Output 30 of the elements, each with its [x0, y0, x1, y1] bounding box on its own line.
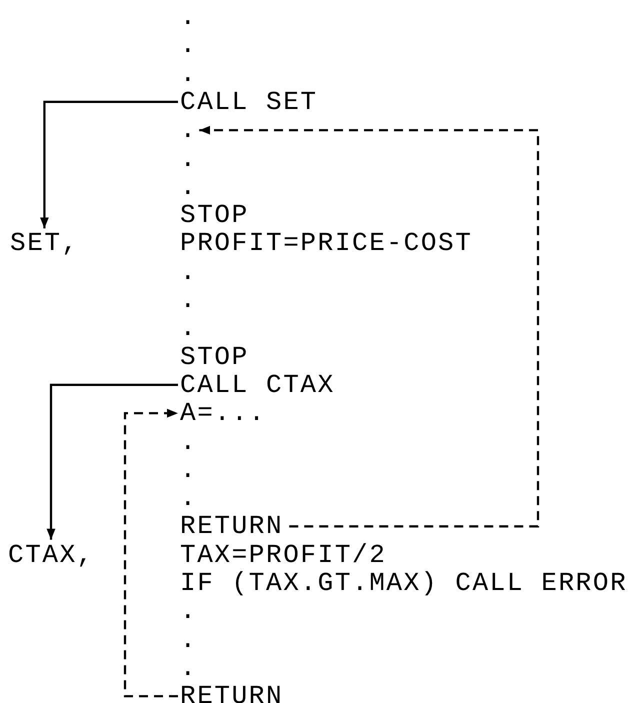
arrow: [124, 408, 178, 698]
arrow: [199, 126, 540, 528]
continuation-dot: .: [180, 485, 198, 512]
continuation-dot: .: [180, 32, 198, 58]
subroutine-label: CTAX,: [8, 542, 94, 568]
code-line: IF (TAX.GT.MAX) CALL ERROR: [180, 570, 628, 596]
continuation-dot: .: [180, 174, 198, 200]
continuation-dot: .: [180, 428, 198, 454]
code-line: TAX=PROFIT/2: [180, 542, 386, 568]
continuation-dot: .: [180, 258, 198, 285]
code-line: A=...: [180, 400, 266, 426]
code-line: CALL SET: [180, 88, 318, 115]
code-line: STOP: [180, 202, 249, 228]
arrow: [40, 100, 178, 228]
arrow: [46, 384, 178, 540]
subroutine-label: SET,: [10, 230, 79, 256]
continuation-dot: .: [180, 117, 198, 144]
continuation-dot: .: [180, 60, 198, 87]
code-line: STOP: [180, 344, 249, 370]
continuation-dot: .: [180, 456, 198, 483]
continuation-dot: .: [180, 287, 198, 313]
continuation-dot: .: [180, 654, 198, 681]
code-line: RETURN: [180, 513, 284, 540]
continuation-dot: .: [180, 315, 198, 342]
continuation-dot: .: [180, 146, 198, 172]
code-line: PROFIT=PRICE-COST: [180, 230, 472, 256]
code-line: CALL CTAX: [180, 372, 335, 398]
continuation-dot: .: [180, 4, 198, 30]
continuation-dot: .: [180, 626, 198, 653]
continuation-dot: .: [180, 598, 198, 624]
